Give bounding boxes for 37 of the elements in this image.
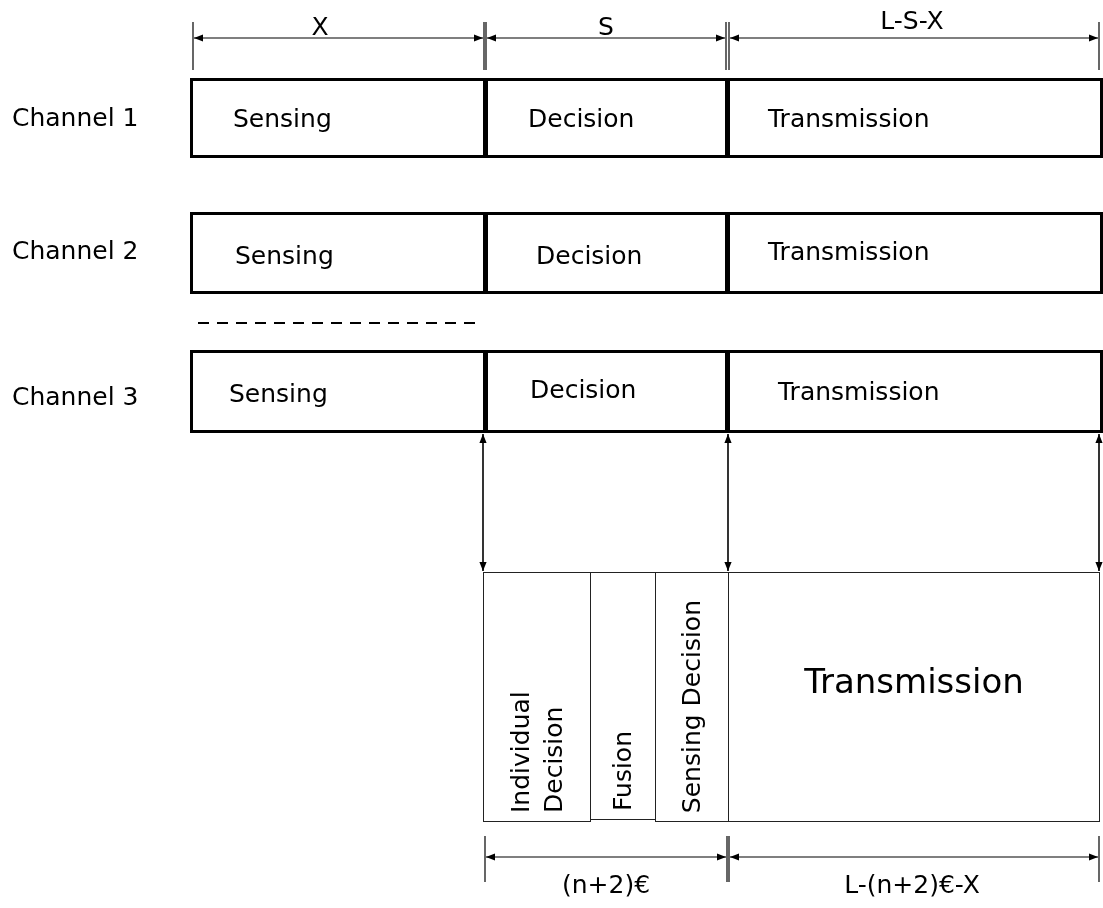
- slot-label: Fusion: [606, 731, 638, 811]
- dimension-label: S: [598, 12, 614, 41]
- subslot-box: [483, 572, 591, 822]
- slot-box: [190, 212, 486, 294]
- slot-box: [727, 350, 1103, 433]
- slot-box: [727, 78, 1103, 158]
- slot-label: Transmission: [778, 377, 940, 406]
- slot-box: [190, 78, 486, 158]
- slot-label: Transmission: [804, 661, 1024, 701]
- dimension-label: L-(n+2)€-X: [844, 870, 980, 899]
- subslot-box: [655, 572, 729, 822]
- slot-label: Sensing Decision: [675, 599, 707, 813]
- slot-box: [727, 212, 1103, 294]
- slot-box: [190, 350, 486, 433]
- subslot-box: [728, 572, 1100, 822]
- dimension-label: L-S-X: [880, 6, 944, 35]
- slot-label: Sensing: [233, 103, 332, 133]
- slot-label: Sensing: [229, 379, 328, 408]
- row-label: Channel 1: [12, 103, 139, 132]
- arrow: [479, 433, 487, 572]
- slot-label: Transmission: [768, 103, 930, 133]
- slot-box: [485, 78, 728, 158]
- arrow: [724, 433, 732, 572]
- subslot-box: [590, 572, 656, 820]
- dimension-label: (n+2)€: [561, 870, 651, 899]
- dimension-label: X: [311, 12, 329, 41]
- slot-label: Decision: [530, 375, 637, 404]
- arrow: [1095, 433, 1103, 572]
- slot-box: [485, 350, 728, 433]
- slot-label: Decision: [536, 240, 643, 270]
- slot-label: Sensing: [235, 240, 334, 270]
- slot-label: Transmission: [768, 236, 930, 266]
- row-label: Channel 3: [12, 382, 139, 411]
- slot-box: [485, 212, 728, 294]
- slot-label: Decision: [528, 103, 635, 133]
- slot-label: Individual Decision: [504, 690, 568, 813]
- row-label: Channel 2: [12, 236, 139, 265]
